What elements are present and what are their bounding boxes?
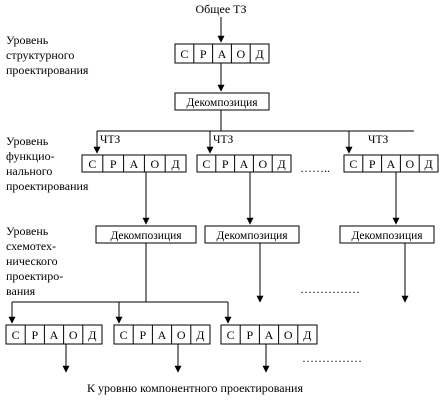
- stage-cell-3: А: [240, 157, 249, 171]
- decomposition-label-circuit-2: Декомпозиция: [216, 230, 288, 242]
- general-spec-label: Общее ТЗ: [195, 2, 246, 16]
- stage-cell-2: Р: [369, 157, 376, 171]
- decomposition-label-circuit-1: Декомпозиция: [110, 230, 182, 242]
- chtz-label-3: ЧТЗ: [368, 134, 388, 146]
- stage-cell-5: Д: [256, 47, 264, 61]
- stage-box-frame: [343, 154, 439, 173]
- stage-cell-3: А: [50, 328, 59, 342]
- stage-cell-5: Д: [88, 328, 96, 342]
- ellipsis-functional: ……..: [300, 161, 330, 175]
- chtz-label-2: ЧТЗ: [213, 134, 233, 146]
- stage-cell-1: С: [180, 47, 188, 61]
- stage-cell-1: С: [227, 328, 235, 342]
- stage-cell-5: Д: [196, 328, 204, 342]
- decomposition-label-top: Декомпозиция: [186, 97, 258, 109]
- level-label-circuit: Уровень схемотех- нического проектиро- в…: [6, 224, 66, 298]
- stage-cell-2: Р: [246, 328, 253, 342]
- stage-cell-3: А: [158, 328, 167, 342]
- level-label-functional: Уровень функцио- нального проектирования: [6, 134, 89, 193]
- stage-box-frame: [174, 43, 270, 64]
- stage-cell-2: Р: [222, 157, 229, 171]
- stage-cell-5: Д: [278, 157, 286, 171]
- ellipsis-bottom: ……………: [302, 351, 362, 365]
- stage-cell-1: С: [88, 157, 96, 171]
- stage-cell-2: Р: [139, 328, 146, 342]
- stage-cell-4: О: [258, 157, 267, 171]
- stage-cell-5: Д: [303, 328, 311, 342]
- stage-box-frame: [220, 324, 318, 345]
- component-level-label: К уровню компонентного проектирования: [87, 381, 303, 395]
- decomposition-box-top: [174, 92, 270, 111]
- stage-box-frame: [5, 324, 103, 345]
- ellipsis-circuit: ……………: [300, 282, 360, 296]
- stage-cell-4: О: [405, 157, 414, 171]
- decomposition-box-circuit-3: [339, 225, 435, 244]
- stage-cell-1: С: [120, 328, 128, 342]
- chtz-label-1: ЧТЗ: [100, 134, 120, 146]
- stage-cell-3: А: [387, 157, 396, 171]
- stage-cell-5: Д: [172, 157, 180, 171]
- stage-cell-2: Р: [110, 157, 117, 171]
- stage-cell-1: С: [202, 157, 210, 171]
- stage-box-frame: [113, 324, 211, 345]
- stage-cell-3: А: [218, 47, 227, 61]
- stage-box-frame: [196, 154, 292, 173]
- stage-cell-3: А: [130, 157, 139, 171]
- level-label-structural: Уровень структурного проектирования: [6, 33, 89, 77]
- stage-cell-1: С: [349, 157, 357, 171]
- stage-cell-5: Д: [425, 157, 433, 171]
- stage-cell-4: О: [236, 47, 245, 61]
- stage-cell-4: О: [69, 328, 78, 342]
- stage-cell-1: С: [12, 328, 20, 342]
- decomposition-box-circuit-2: [204, 225, 300, 244]
- stage-cell-4: О: [284, 328, 293, 342]
- stage-cell-3: А: [265, 328, 274, 342]
- stage-cell-4: О: [150, 157, 159, 171]
- stage-cell-2: Р: [31, 328, 38, 342]
- decomposition-label-circuit-3: Декомпозиция: [351, 230, 423, 242]
- stage-cell-2: Р: [200, 47, 207, 61]
- stage-cell-4: О: [177, 328, 186, 342]
- stage-box-frame: [81, 154, 187, 173]
